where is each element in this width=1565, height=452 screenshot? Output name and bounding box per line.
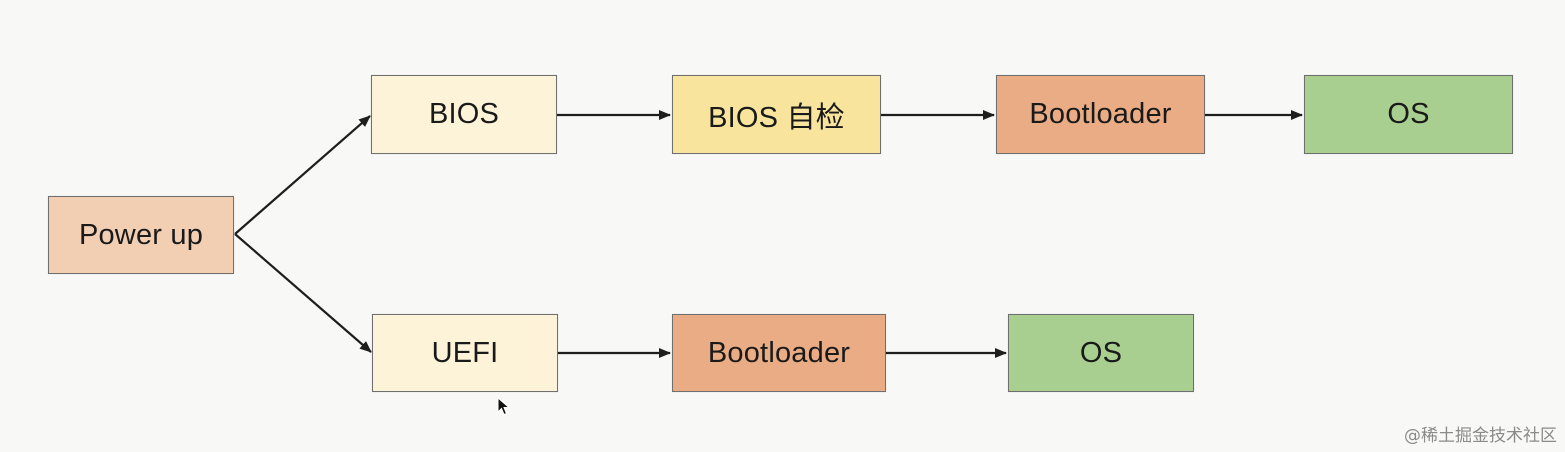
watermark-text: @稀土掘金技术社区 — [1404, 426, 1557, 446]
node-power-up: Power up — [48, 196, 234, 274]
arrow-power-up-to-bios — [234, 115, 371, 235]
node-uefi: UEFI — [372, 314, 558, 392]
arrow-power-up-to-uefi — [234, 233, 372, 353]
node-bios-post: BIOS 自检 — [672, 75, 881, 154]
node-uefi-os: OS — [1008, 314, 1194, 392]
node-bios: BIOS — [371, 75, 557, 154]
mouse-pointer-icon — [497, 397, 511, 416]
node-bios-bootloader: Bootloader — [996, 75, 1205, 154]
node-uefi-bootloader: Bootloader — [672, 314, 886, 392]
node-bios-os: OS — [1304, 75, 1513, 154]
